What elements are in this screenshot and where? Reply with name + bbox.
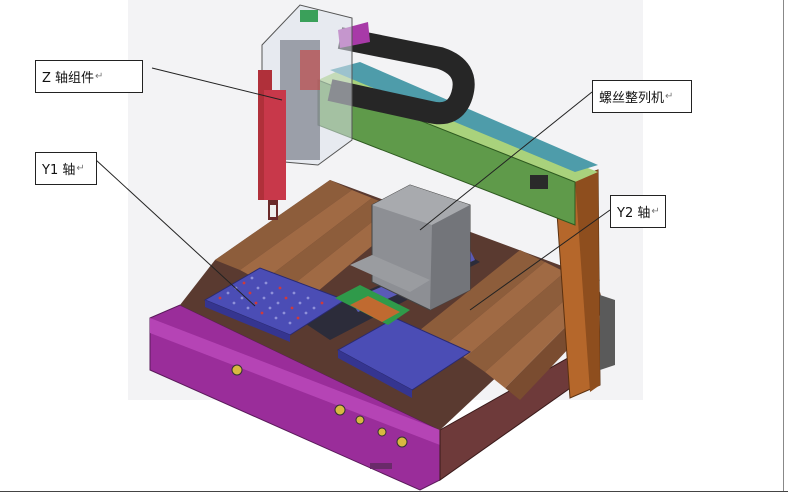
plate-hole: [296, 316, 300, 320]
right-post: [554, 169, 615, 399]
plate-hole: [278, 286, 282, 290]
plate-hole: [290, 306, 294, 310]
plate-hole: [270, 291, 274, 295]
y2-axis-label-text: Y2 轴: [617, 206, 651, 221]
leader-y1-axis: [95, 159, 256, 307]
plate-hole: [218, 296, 222, 300]
screw-feeder-body: [350, 184, 471, 311]
y2-plate: [336, 317, 472, 398]
plate-hole: [288, 321, 292, 325]
plate-hole: [320, 301, 324, 305]
plate-hole: [268, 306, 272, 310]
plate-hole: [276, 301, 280, 305]
plate-hole: [232, 301, 236, 305]
plate-hole: [254, 301, 258, 305]
plate-hole: [260, 311, 264, 315]
y1-axis-label-text: Y1 轴: [42, 163, 76, 178]
orange-block: [350, 296, 400, 322]
return-mark-icon: ↵: [95, 71, 104, 82]
plate-hole: [306, 296, 310, 300]
plate-hole: [250, 276, 254, 280]
screw-feeder-label: 螺丝整列机↵: [592, 80, 692, 113]
return-mark-icon: ↵: [76, 163, 85, 174]
return-mark-icon: ↵: [651, 206, 660, 217]
y1-axis-label: Y1 轴↵: [35, 152, 97, 185]
plate-hole: [246, 306, 250, 310]
plate-hole: [274, 316, 278, 320]
plate-hole: [292, 291, 296, 295]
z-axis-assembly: [258, 4, 353, 220]
plate-hole: [282, 311, 286, 315]
z-axis-label-text: Z 轴组件: [42, 71, 95, 86]
plate-hole: [312, 306, 316, 310]
leader-screw-feeder: [419, 91, 593, 231]
wood-rails-right: [420, 250, 605, 400]
plate-hole: [256, 286, 260, 290]
plate-hole: [304, 311, 308, 315]
return-mark-icon: ↵: [665, 91, 674, 102]
z-axis-label: Z 轴组件↵: [35, 60, 143, 93]
plate-hole: [240, 296, 244, 300]
screw-feeder-label-text: 螺丝整列机: [599, 91, 665, 106]
plate-hole: [226, 291, 230, 295]
plate-hole: [264, 281, 268, 285]
plate-hole: [242, 281, 246, 285]
leader-y2-axis: [469, 209, 611, 311]
plate-hole: [262, 296, 266, 300]
front-panel: [231, 364, 408, 469]
plate-hole: [298, 301, 302, 305]
plate-hole: [248, 291, 252, 295]
right-border: [783, 0, 784, 491]
plate-hole: [284, 296, 288, 300]
leader-lines: [95, 67, 611, 311]
leader-z-axis: [151, 67, 283, 101]
bottom-border: [0, 491, 788, 492]
y2-axis-label: Y2 轴↵: [610, 195, 666, 228]
